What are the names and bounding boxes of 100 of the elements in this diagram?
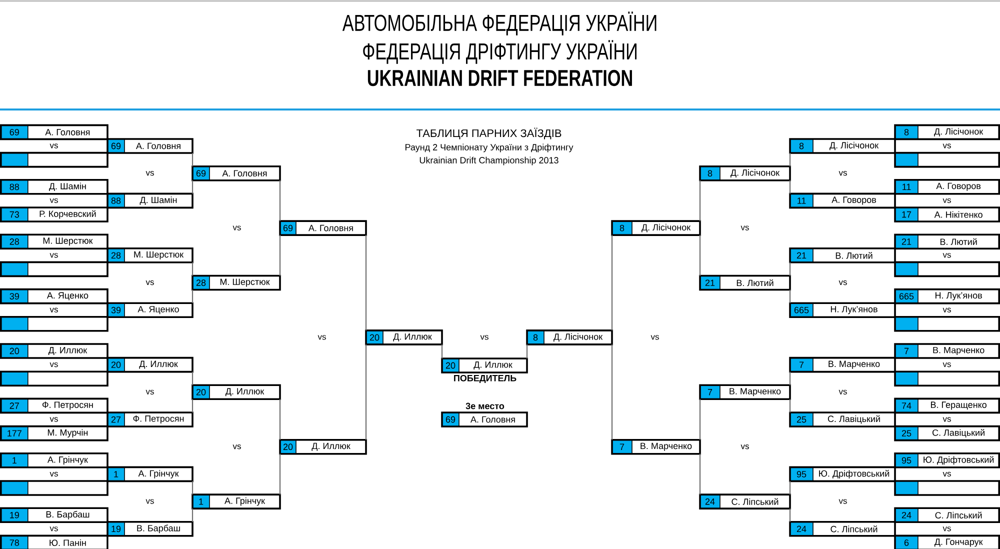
vs-label: vs: [480, 335, 488, 340]
entry-box: 39 А. Яценко: [106, 302, 194, 318]
empty-entry-box: [894, 480, 1000, 496]
entry-box: 69 А. Головня: [106, 138, 194, 154]
bracket-line: [789, 399, 791, 412]
bracket-line: [365, 344, 367, 440]
entry-box: 8 Д. Лісічонок: [526, 330, 613, 346]
entry-box: 1 А. Грінчук: [192, 494, 281, 510]
entry-box: 27 Ф. Петросян: [106, 412, 194, 428]
bracket-line: [699, 180, 701, 222]
bracket-line: [192, 399, 194, 412]
entry-box: 6 Д. Гончарук: [894, 534, 1000, 549]
bracket-line: [699, 235, 701, 276]
vs-label: vs: [50, 526, 58, 532]
empty-entry-box: [894, 152, 1000, 168]
bracket-line: [279, 454, 281, 495]
empty-entry-box: [0, 480, 108, 496]
entry-box: 177 М. Мурчін: [0, 425, 108, 442]
entry-box: 21 В. Лютий: [894, 234, 1000, 250]
entry-box: 21 В. Лютий: [789, 248, 896, 264]
entry-box: 1 А. Грінчук: [106, 466, 194, 482]
vs-label: vs: [50, 472, 58, 477]
bracket-line: [789, 481, 791, 495]
entry-box: 28 М. Шерстюк: [192, 274, 281, 291]
entry-box: 7 В. Марченко: [699, 384, 791, 400]
vs-label: vs: [838, 280, 847, 286]
entry-box: 8 Д. Лісічонок: [699, 165, 791, 182]
entry-box: 73 Р. Корчевский: [0, 206, 108, 222]
entry-box: 25 С. Лавіцький: [894, 425, 1000, 442]
vs-label: vs: [50, 253, 58, 258]
vs-label: vs: [942, 526, 951, 532]
empty-entry-box: [894, 261, 1000, 278]
entry-box: 39 А. Яценко: [0, 288, 108, 304]
entry-box: 7 В. Марченко: [894, 343, 1000, 359]
entry-box: 95 Ю. Дріфтовський: [894, 452, 1000, 468]
empty-entry-box: [894, 316, 1000, 332]
vs-label: vs: [740, 444, 749, 450]
vs-label: vs: [942, 472, 951, 477]
vs-label: vs: [50, 362, 58, 368]
bracket-line: [192, 153, 194, 166]
bracket-line: [789, 508, 791, 522]
node-caption: ПОБЕДИТЕЛЬ: [454, 374, 516, 384]
entry-box: 8 Д. Лісічонок: [894, 124, 1000, 140]
empty-entry-box: [0, 152, 108, 168]
entry-box: 665 Н. Лук’янов: [789, 302, 896, 318]
vs-label: vs: [650, 335, 659, 340]
vs-label: vs: [146, 499, 154, 504]
vs-label: vs: [232, 444, 241, 450]
subtitle: Раунд 2 Чемпіонату України з Дріфтингу: [406, 144, 574, 152]
entry-box: 78 Ю. Панін: [0, 534, 108, 549]
vs-label: vs: [50, 144, 58, 148]
entry-box: 88 Д. Шамін: [0, 179, 108, 195]
entry-box: 74 В. Геращенко: [894, 398, 1000, 414]
bracket-line: [279, 180, 281, 222]
bracket-line: [699, 454, 701, 495]
entry-box: 28 М. Шерстюк: [0, 234, 108, 250]
entry-box: 28 М. Шерстюк: [106, 248, 194, 264]
vs-label: vs: [146, 390, 154, 394]
header-text: ФЕДЕРАЦІЯ ДРІФТИНГУ УКРАЇНИ: [363, 40, 636, 64]
title: ТАБЛИЦЯ ПАРНИХ ЗАЇЗДІВ: [416, 128, 562, 140]
bracket-line: [192, 262, 194, 276]
entry-box: 20 Д. Иллюк: [192, 384, 281, 400]
vs-label: vs: [50, 308, 58, 312]
bracket-line: [789, 290, 791, 304]
entry-box: 24 С. Ліпський: [894, 507, 1000, 523]
node-caption: 3е место: [466, 402, 504, 410]
bracket-line: [611, 235, 613, 330]
entry-box: 665 Н. Лук’янов: [894, 288, 1000, 304]
bracket-line: [789, 180, 791, 194]
entry-box: 17 А. Нікітенко: [894, 206, 1000, 222]
entry-box: 88 Д. Шамін: [106, 192, 194, 209]
empty-entry-box: [0, 261, 108, 278]
entry-box: 20 Д. Иллюк: [441, 358, 528, 374]
bracket-line: [192, 481, 194, 495]
bracket-line: [192, 290, 194, 304]
entry-box: 11 А. Говоров: [789, 192, 896, 209]
vs-label: vs: [146, 171, 154, 176]
entry-box: 8 Д. Лісічонок: [789, 138, 896, 154]
entry-box: 8 Д. Лісічонок: [611, 220, 701, 236]
bracket-line: [192, 180, 194, 194]
vs-label: vs: [838, 499, 847, 504]
vs-label: vs: [50, 417, 58, 422]
vs-label: vs: [942, 198, 951, 204]
bracket-line: [365, 235, 367, 330]
bracket-line: [526, 344, 528, 358]
entry-box: 24 С. Ліпський: [789, 521, 896, 537]
bracket-line: [192, 508, 194, 522]
entry-box: 19 В. Барбаш: [0, 507, 108, 523]
vs-label: vs: [838, 390, 847, 394]
entry-box: 11 А. Говоров: [894, 179, 1000, 195]
entry-box: 69 А. Головня: [192, 165, 281, 182]
entry-box: 7 В. Марченко: [789, 356, 896, 373]
subtitle: Ukrainian Drift Championship 2013: [420, 156, 558, 166]
entry-box: 69 А. Головня: [441, 412, 528, 428]
entry-box: 20 Д. Иллюк: [279, 438, 367, 455]
entry-box: 20 Д. Иллюк: [106, 356, 194, 373]
vs-label: vs: [942, 308, 951, 312]
empty-entry-box: [894, 370, 1000, 386]
bracket-line: [279, 399, 281, 440]
vs-label: vs: [50, 198, 58, 204]
